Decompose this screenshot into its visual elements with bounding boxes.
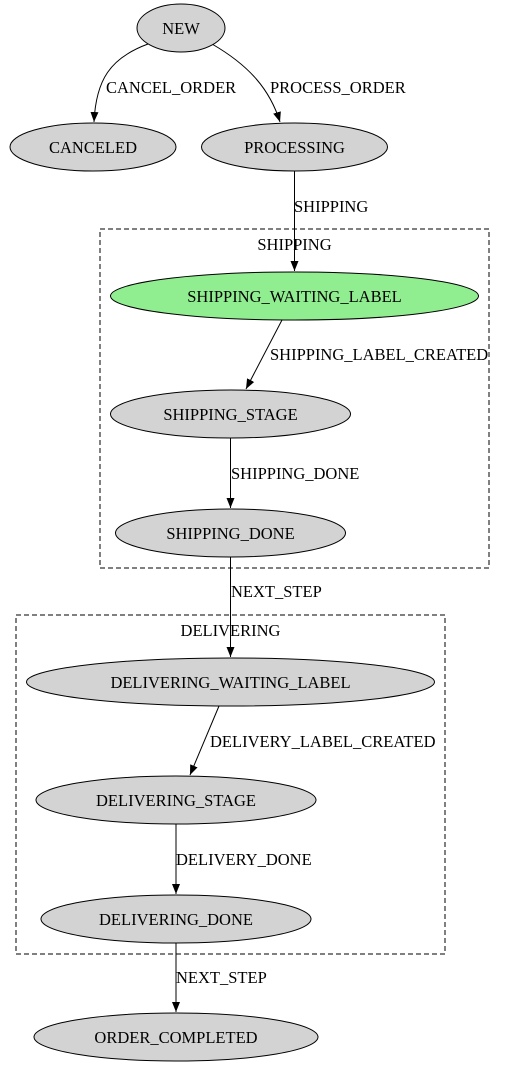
node-delivering-waiting-label: DELIVERING_WAITING_LABEL [26,657,435,707]
node-shipping-waiting-label: SHIPPING_WAITING_LABEL [110,271,479,321]
node-new-label: NEW [162,19,200,38]
node-delivering-done: DELIVERING_DONE [40,894,312,944]
edge-shipping: SHIPPING [290,171,368,271]
node-new: NEW [136,3,226,53]
node-order-completed: ORDER_COMPLETED [33,1012,319,1062]
edge-delivery-done: DELIVERY_DONE [172,824,312,894]
node-canceled-label: CANCELED [49,138,137,157]
node-delivering-done-label: DELIVERING_DONE [99,910,253,929]
edge-label-process-order: PROCESS_ORDER [270,78,406,97]
node-order-completed-label: ORDER_COMPLETED [94,1028,257,1047]
node-delivering-stage-label: DELIVERING_STAGE [96,791,256,810]
edge-label-cancel-order: CANCEL_ORDER [106,78,236,97]
edge-next-step-2: NEXT_STEP [172,943,267,1012]
edge-shipping-done: SHIPPING_DONE [226,438,359,508]
node-processing: PROCESSING [201,122,388,172]
edge-label-shipping: SHIPPING [294,197,368,216]
node-shipping-done: SHIPPING_DONE [115,508,346,558]
node-canceled: CANCELED [9,122,177,172]
node-shipping-stage-label: SHIPPING_STAGE [163,405,297,424]
edge-cancel-order: CANCEL_ORDER [90,43,236,123]
node-shipping-stage: SHIPPING_STAGE [110,389,351,439]
node-processing-label: PROCESSING [244,138,345,157]
node-delivering-stage: DELIVERING_STAGE [35,775,317,825]
edge-label-shipping-label-created: SHIPPING_LABEL_CREATED [270,345,488,364]
edge-label-next-step-2: NEXT_STEP [176,968,267,987]
edge-next-step-1: NEXT_STEP [226,557,322,657]
edge-label-delivery-done: DELIVERY_DONE [176,850,312,869]
node-shipping-done-label: SHIPPING_DONE [166,524,294,543]
edge-shipping-label-created: SHIPPING_LABEL_CREATED [245,319,488,390]
edge-delivery-label-created: DELIVERY_LABEL_CREATED [189,705,436,776]
edge-label-delivery-label-created: DELIVERY_LABEL_CREATED [210,732,436,751]
node-delivering-waiting-label-label: DELIVERING_WAITING_LABEL [110,673,350,692]
edge-label-next-step-1: NEXT_STEP [231,582,322,601]
node-shipping-waiting-label-label: SHIPPING_WAITING_LABEL [187,287,401,306]
edge-process-order: PROCESS_ORDER [211,43,406,123]
edge-label-shipping-done: SHIPPING_DONE [231,464,359,483]
